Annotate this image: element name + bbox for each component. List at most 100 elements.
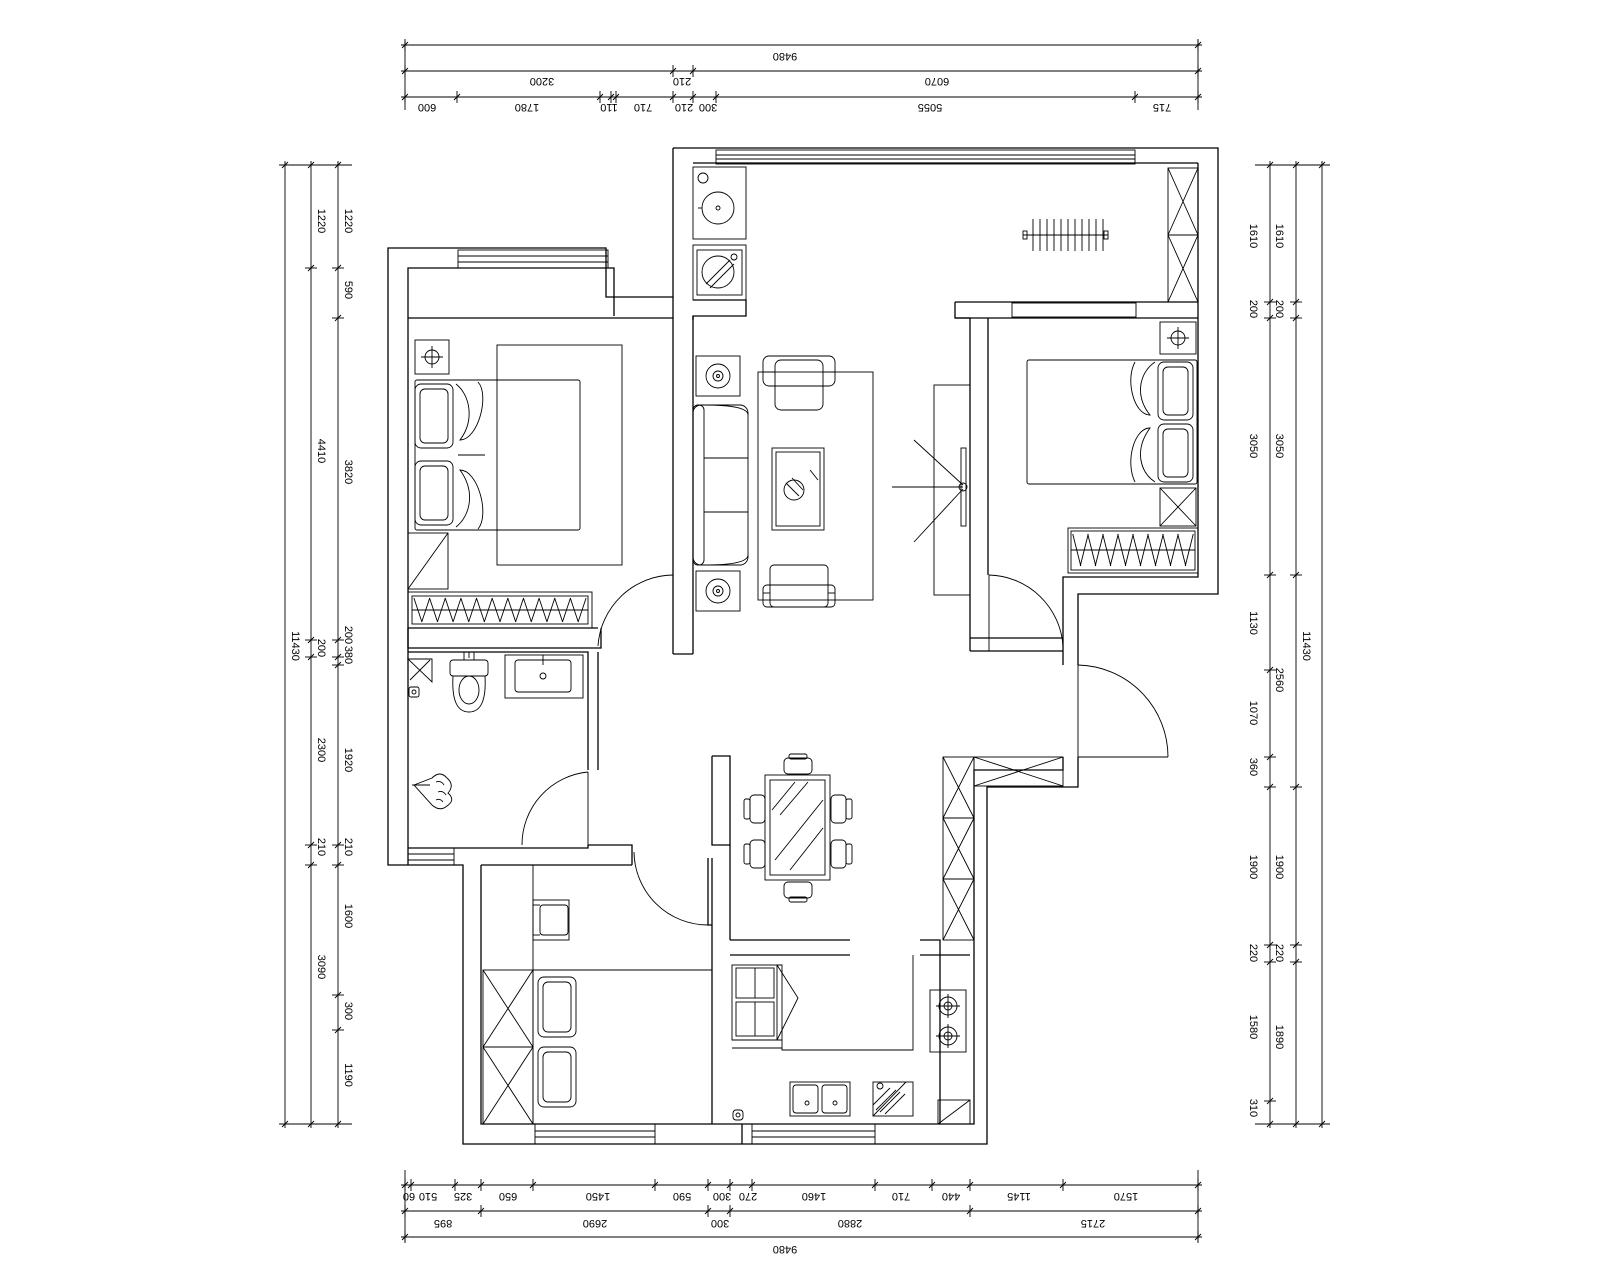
hanger bbox=[1162, 533, 1172, 567]
exterior-wall-outer bbox=[673, 147, 1219, 665]
door-bedroom-3 bbox=[633, 851, 709, 926]
dim-label: 1900 bbox=[1247, 855, 1259, 879]
washing-machine bbox=[692, 244, 747, 301]
interior-wall bbox=[692, 299, 747, 320]
hanger bbox=[530, 597, 540, 623]
dim-tick bbox=[1266, 941, 1274, 949]
dim-label: 220 bbox=[1273, 944, 1285, 962]
dim-tick bbox=[1266, 298, 1274, 306]
dim-label: 1570 bbox=[1114, 1190, 1138, 1202]
dim-label: 5055 bbox=[918, 101, 942, 113]
dim-label: 310 bbox=[1247, 1099, 1259, 1117]
dim-label: 1780 bbox=[515, 101, 539, 113]
hanger bbox=[452, 597, 462, 623]
window bbox=[715, 149, 1136, 165]
dim-tick bbox=[1266, 666, 1274, 674]
dim-label: 3820 bbox=[342, 460, 354, 484]
dim-tick bbox=[334, 314, 342, 322]
dim-label: 9480 bbox=[773, 50, 797, 62]
wardrobe-2 bbox=[1067, 527, 1199, 574]
dim-tick bbox=[704, 1181, 712, 1189]
hanger bbox=[1147, 533, 1157, 567]
hanger bbox=[1124, 533, 1134, 567]
hanger bbox=[1072, 533, 1082, 567]
door-bathroom bbox=[521, 771, 589, 846]
bottom-dimension-labels: 60 510 325 650 1450 590 300 270 1460 710… bbox=[403, 1190, 1138, 1255]
interior-wall bbox=[954, 302, 971, 651]
dim-label: 210 bbox=[315, 838, 327, 856]
dim-tick bbox=[1292, 571, 1300, 579]
ottoman bbox=[762, 564, 836, 608]
dining-table bbox=[764, 774, 831, 881]
dining-area bbox=[743, 753, 1064, 941]
dim-label: 3050 bbox=[1247, 434, 1259, 458]
dim-label: 1450 bbox=[586, 1190, 610, 1202]
exterior-wall-outer bbox=[387, 148, 742, 1145]
dim-label: 300 bbox=[713, 1190, 731, 1202]
pillow bbox=[1162, 428, 1189, 478]
top-dimension-labels: 9480 3200 210 6070 600 1780 110 710 210 … bbox=[418, 50, 1171, 113]
hanger bbox=[1154, 533, 1164, 567]
dim-tick bbox=[334, 264, 342, 272]
nightstand bbox=[1159, 487, 1197, 527]
desk-chair bbox=[532, 899, 570, 941]
corner-cabinet bbox=[937, 1099, 971, 1125]
pillow bbox=[414, 383, 454, 449]
dining-chairs bbox=[743, 753, 853, 903]
dim-label: 1920 bbox=[342, 748, 354, 772]
pillow bbox=[419, 465, 449, 521]
pipe bbox=[732, 1109, 744, 1121]
dim-label: 1145 bbox=[1007, 1190, 1031, 1202]
dim-label: 110 bbox=[600, 101, 618, 113]
hanger bbox=[413, 597, 423, 623]
bed bbox=[414, 379, 581, 531]
hanger bbox=[1087, 533, 1097, 567]
dim-tick bbox=[612, 93, 620, 101]
hanger bbox=[476, 597, 485, 623]
dim-tick bbox=[1292, 783, 1300, 791]
dim-label: 710 bbox=[892, 1190, 910, 1202]
dim-tick bbox=[307, 861, 315, 869]
dim-tick bbox=[334, 1026, 342, 1034]
dim-label: 590 bbox=[342, 281, 354, 299]
dim-label: 200 bbox=[1247, 300, 1259, 318]
dim-label: 1610 bbox=[1273, 224, 1285, 248]
dim-tick bbox=[669, 67, 677, 75]
window bbox=[534, 1123, 656, 1145]
window bbox=[751, 1123, 876, 1145]
dim-label: 380 bbox=[342, 646, 354, 664]
dim-label: 1130 bbox=[1247, 611, 1259, 635]
dim-tick bbox=[334, 653, 342, 661]
wardrobe-1 bbox=[407, 591, 593, 629]
hanger bbox=[491, 597, 501, 623]
hanger bbox=[1109, 533, 1119, 567]
dim-tick bbox=[529, 1181, 537, 1189]
bed-frame bbox=[496, 344, 623, 566]
exterior-wall-inner bbox=[970, 757, 1064, 1125]
dim-tick bbox=[669, 93, 677, 101]
dim-label: 4410 bbox=[315, 439, 327, 463]
dim-tick bbox=[453, 93, 461, 101]
coffee-table bbox=[771, 447, 825, 531]
side-table bbox=[695, 355, 741, 612]
dim-tick bbox=[1292, 941, 1300, 949]
dim-tick bbox=[748, 1181, 756, 1189]
hanger bbox=[554, 597, 564, 623]
dim-tick bbox=[966, 1207, 974, 1215]
dim-label: 210 bbox=[673, 75, 691, 87]
dim-label: 200 bbox=[315, 639, 327, 657]
drying-rack bbox=[1022, 219, 1109, 251]
pillow bbox=[414, 460, 454, 526]
dim-tick bbox=[451, 1181, 459, 1189]
dim-tick bbox=[928, 1181, 936, 1189]
dim-label: 300 bbox=[699, 101, 717, 113]
dim-label: 1190 bbox=[342, 1063, 354, 1087]
dim-label: 715 bbox=[1153, 101, 1171, 113]
hanger bbox=[499, 597, 509, 623]
dim-tick bbox=[1266, 958, 1274, 966]
range-hood bbox=[872, 1081, 914, 1117]
hanger bbox=[1079, 533, 1089, 567]
dim-label: 2690 bbox=[583, 1217, 607, 1229]
